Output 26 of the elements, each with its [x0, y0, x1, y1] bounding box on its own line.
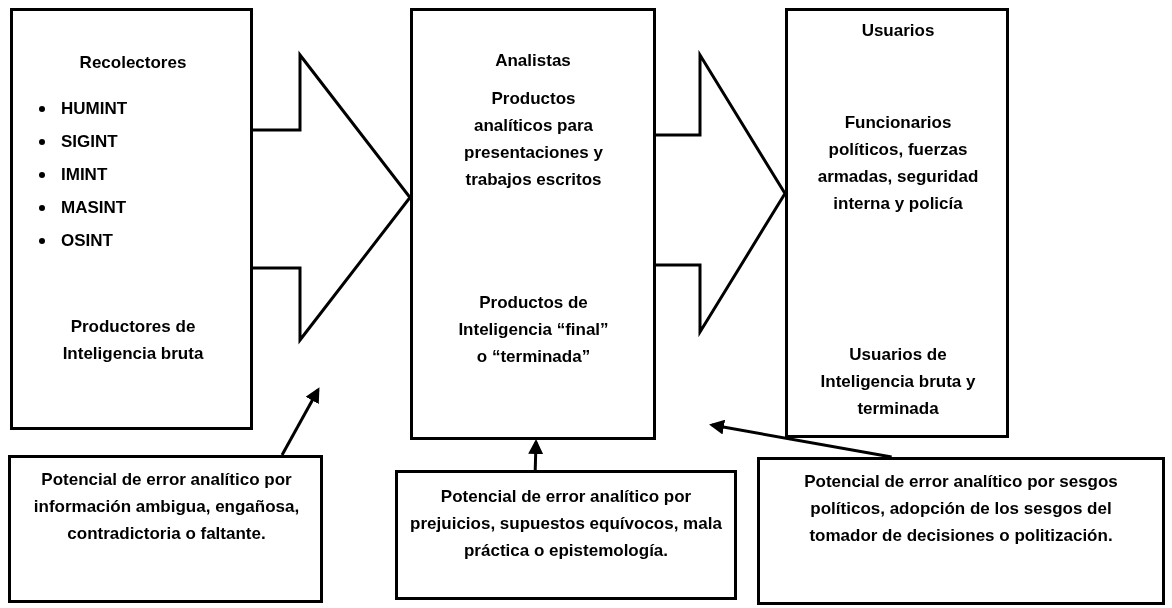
block-arrow	[251, 50, 412, 345]
note-box	[8, 455, 323, 603]
body-text: Usuarios de Inteligencia bruta y terminada	[819, 344, 977, 420]
bullet-item: MASINT	[61, 198, 127, 217]
heading-text: Usuarios	[860, 20, 936, 42]
bullet-item: OSINT	[61, 231, 113, 250]
bullet-item: HUMINT	[61, 99, 128, 118]
heading-text: Analistas	[494, 50, 572, 72]
bullet-item: IMINT	[61, 165, 108, 184]
body-text: Productos analíticos para presentaciones y trabajos escritos	[463, 88, 604, 191]
note-box	[395, 470, 737, 600]
block-arrow	[654, 49, 787, 338]
heading-text: Recolectores	[78, 52, 188, 74]
body-text: Productores de Inteligencia bruta	[61, 316, 205, 365]
body-text: Productos de Inteligencia “final” o “terminada”	[457, 292, 610, 368]
body-text: Funcionarios políticos, fuerzas armadas, seguridad interna y policía	[816, 112, 980, 215]
note-box	[757, 457, 1165, 605]
stage-box	[410, 8, 656, 440]
body-text: Potencial de error analítico por información ambigua, engañosa, contradictoria o faltante.	[32, 469, 301, 545]
arrow	[528, 439, 544, 471]
arrow	[280, 387, 320, 456]
body-text: Potencial de error analítico por sesgos políticos, adopción de los sesgos del tomador de decisiones o politización.	[803, 471, 1119, 547]
stage-box	[785, 8, 1009, 438]
body-text: Potencial de error analítico por prejuicios, supuestos equívocos, mala práctica o epistemología.	[409, 486, 723, 562]
stage-box	[10, 8, 253, 430]
bullet-item: SIGINT	[61, 132, 118, 151]
